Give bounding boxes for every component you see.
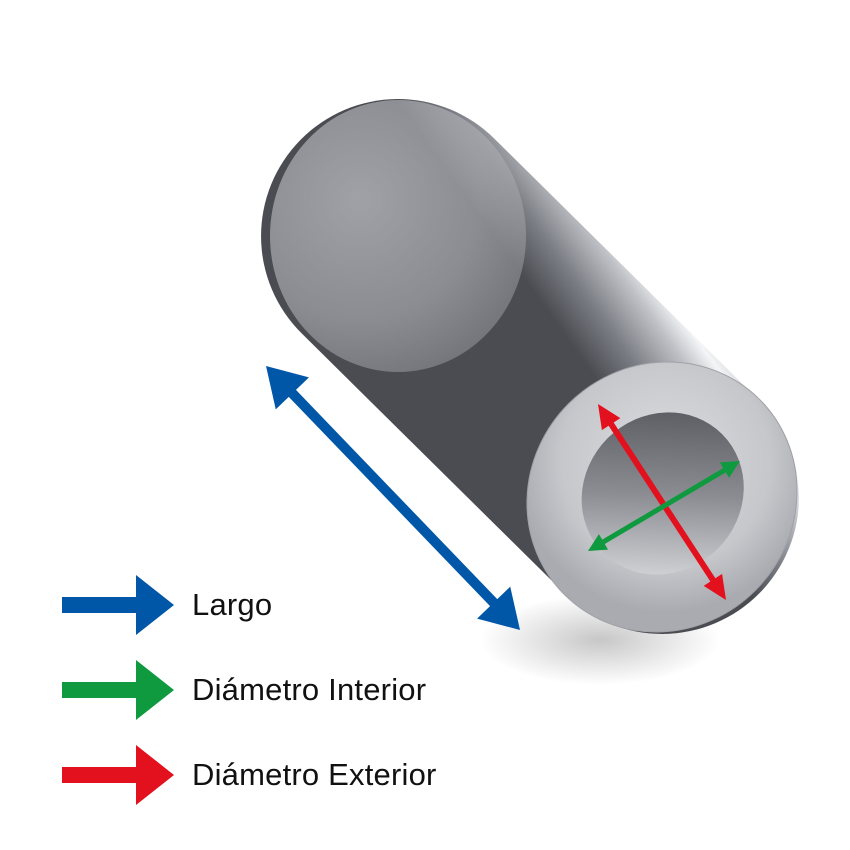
tube-back-cap [270, 100, 526, 372]
legend-label: Largo [192, 587, 273, 622]
arrow-right-icon [62, 660, 174, 720]
arrow-right-icon [62, 575, 174, 635]
legend-item-diametro-exterior: Diámetro Exterior [62, 745, 437, 805]
inner-diameter-arrow [588, 461, 740, 551]
tube-inner-hole [581, 412, 744, 575]
length-arrow [266, 366, 520, 630]
legend-item-largo: Largo [62, 575, 272, 635]
legend-label: Diámetro Interior [192, 672, 427, 707]
legend-label: Diámetro Exterior [192, 757, 437, 792]
legend-item-diametro-interior: Diámetro Interior [62, 660, 426, 720]
arrow-right-icon [62, 745, 174, 805]
outer-diameter-arrow [598, 404, 726, 600]
